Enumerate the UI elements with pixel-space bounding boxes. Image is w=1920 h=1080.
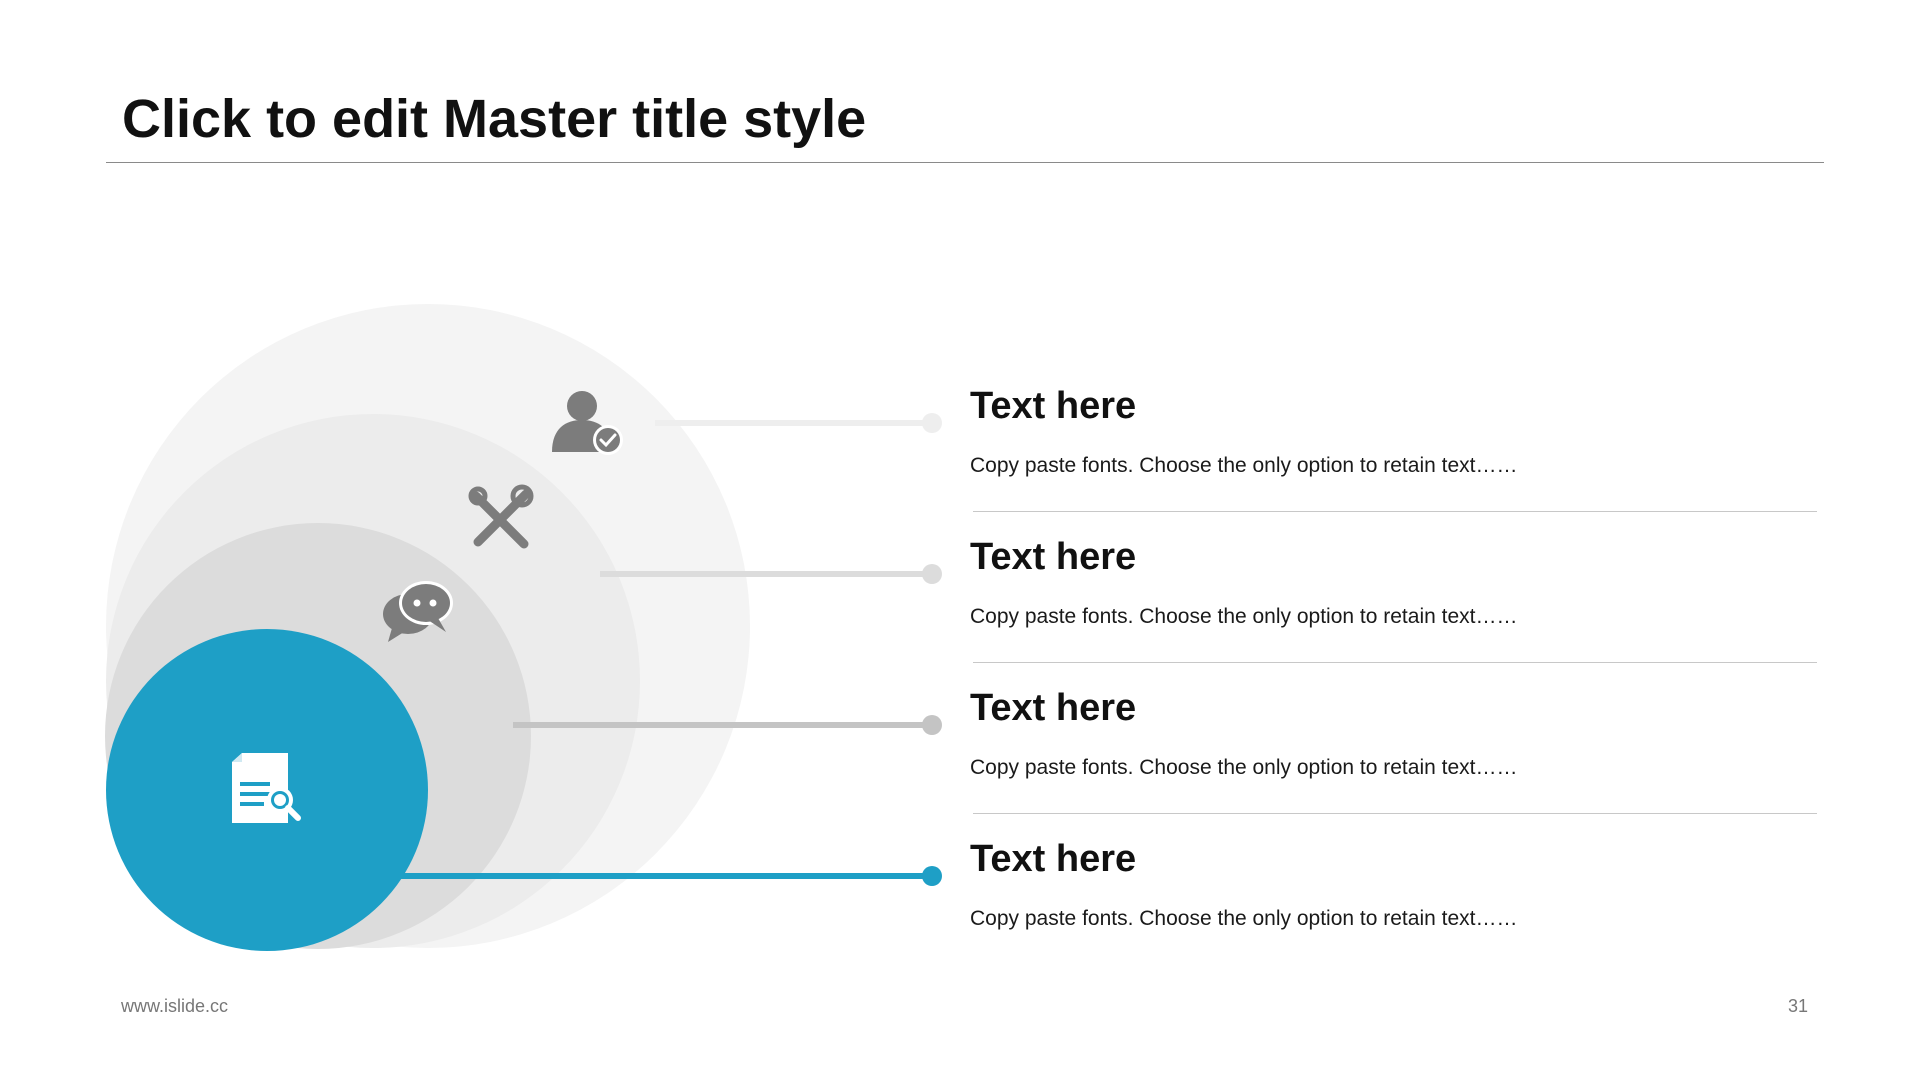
- item-2-description: Copy paste fonts. Choose the only option…: [970, 605, 1518, 628]
- tools-icon: [468, 484, 534, 549]
- chat-icon: [383, 581, 453, 642]
- item-1-title: Text here: [970, 385, 1137, 427]
- item-4-description: Copy paste fonts. Choose the only option…: [970, 907, 1518, 930]
- connector-dot-3: [922, 715, 942, 735]
- item-separator: [973, 662, 1817, 663]
- connector-dot-4: [922, 866, 942, 886]
- slide-title: Click to edit Master title style: [122, 89, 867, 149]
- item-3-description: Copy paste fonts. Choose the only option…: [970, 756, 1518, 779]
- document-search-icon: [232, 753, 301, 823]
- item-4-title: Text here: [970, 838, 1137, 880]
- item-1-description: Copy paste fonts. Choose the only option…: [970, 454, 1518, 477]
- connector-dot-2: [922, 564, 942, 584]
- title-divider: [106, 162, 1824, 163]
- user-check-icon: [552, 391, 623, 455]
- connector-dot-1: [922, 413, 942, 433]
- item-separator: [973, 511, 1817, 512]
- item-separator: [973, 813, 1817, 814]
- item-3-title: Text here: [970, 687, 1137, 729]
- footer-url: www.islide.cc: [121, 996, 229, 1016]
- page-number: 31: [1787, 996, 1808, 1016]
- item-2-title: Text here: [970, 536, 1137, 578]
